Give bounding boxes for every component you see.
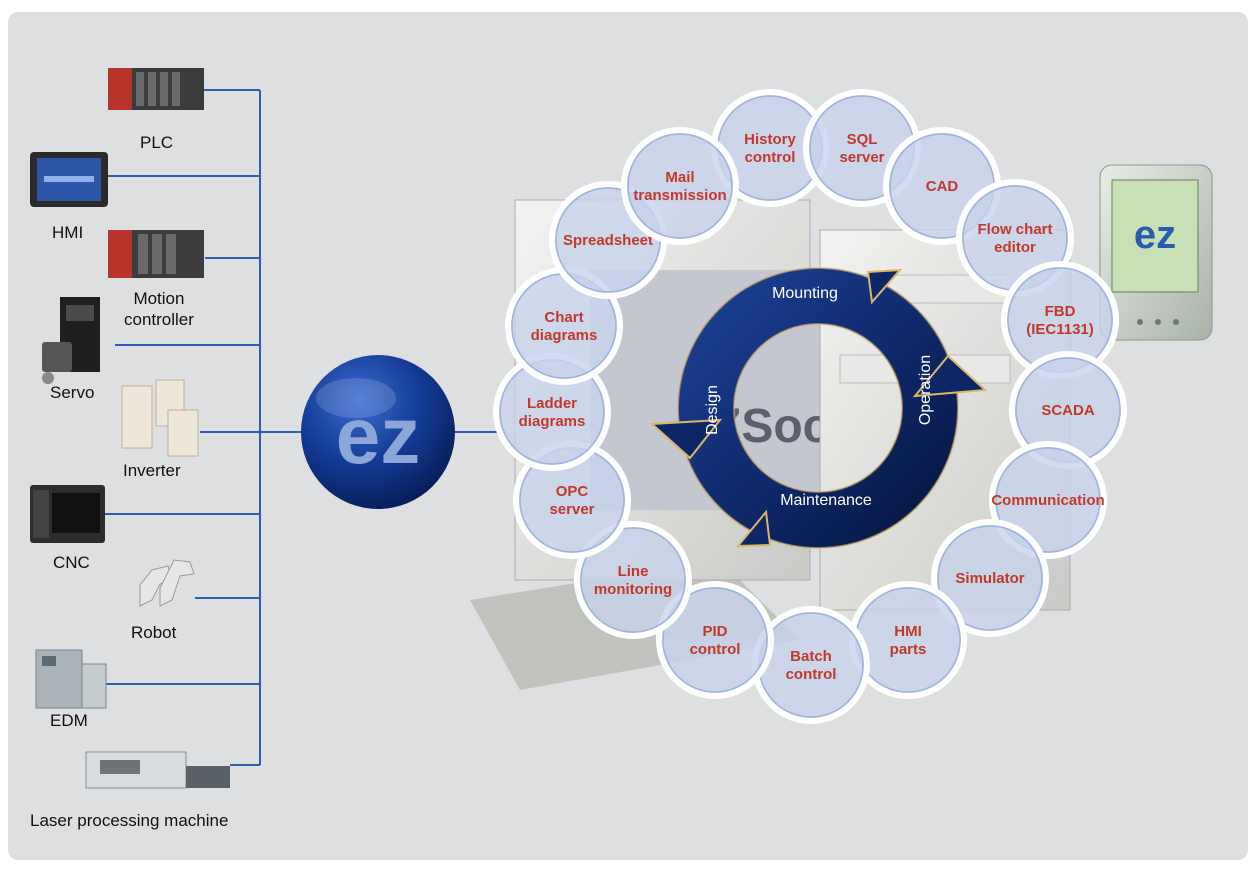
lifecycle-cycle: Mounting Operation Maintenance Design <box>649 267 988 549</box>
robot-device-image <box>139 559 195 607</box>
module-label: server <box>549 501 594 518</box>
cnc-device-image <box>30 485 105 543</box>
module-bubble-inner-ring <box>662 587 768 693</box>
cycle-maintenance-label: Maintenance <box>780 492 872 509</box>
arrowhead-design <box>649 418 723 460</box>
module-label: parts <box>890 641 927 658</box>
module-bubble-circle <box>931 519 1049 637</box>
device-label-laser: Laser processing machine <box>30 811 229 830</box>
device-label-hmi: HMI <box>52 223 84 242</box>
module-label: OPC <box>556 483 589 500</box>
arrowhead-maintenance <box>735 509 772 548</box>
device-label-motion: Motion controller <box>124 289 194 329</box>
module-label: server <box>839 149 884 166</box>
module-label: monitoring <box>594 581 672 598</box>
module-label: Mail <box>665 169 694 186</box>
module-bubble-circle <box>656 581 774 699</box>
motion-controller-image <box>108 230 204 278</box>
module-label: diagrams <box>519 413 586 430</box>
module-bubble: FBD(IEC1131) <box>1001 261 1119 379</box>
servo-device-image <box>42 297 100 384</box>
device-label-robot: Robot <box>131 623 177 642</box>
hmi-device-image <box>30 152 108 207</box>
module-label: HMI <box>894 623 922 640</box>
module-label: Flow chart <box>977 221 1052 238</box>
module-bubble-inner-ring <box>580 527 686 633</box>
plc-device-image <box>108 68 204 110</box>
module-label: Line <box>618 563 649 580</box>
device-label-cnc: CNC <box>53 553 90 572</box>
module-label: control <box>745 149 796 166</box>
inverter-device-image <box>121 379 199 457</box>
connection-lines <box>105 89 505 766</box>
module-label: CAD <box>926 178 959 195</box>
module-bubble: Simulator <box>931 519 1049 637</box>
module-label: SQL <box>847 131 878 148</box>
module-label: Batch <box>790 648 832 665</box>
svg-text:ez: ez <box>1134 213 1176 257</box>
pda-device-image: ez <box>1099 164 1213 341</box>
module-bubble-circle <box>849 581 967 699</box>
edm-device-image <box>35 649 107 709</box>
module-label: History <box>744 131 796 148</box>
module-label: Communication <box>991 492 1104 509</box>
module-label: PID <box>702 623 727 640</box>
ez-hub-logo: ez <box>301 355 455 509</box>
module-label: diagrams <box>531 327 598 344</box>
module-label: FBD <box>1045 303 1076 320</box>
arrowhead-mounting <box>866 268 903 305</box>
module-label: Spreadsheet <box>563 232 653 249</box>
module-bubble: SCADA <box>1009 351 1127 469</box>
device-label-edm: EDM <box>50 711 88 730</box>
module-bubble-inner-ring <box>627 133 733 239</box>
device-label-servo: Servo <box>50 383 95 402</box>
device-label-inverter: Inverter <box>123 461 181 480</box>
cycle-mounting-label: Mounting <box>772 285 838 302</box>
module-label: control <box>690 641 741 658</box>
cycle-operation-label: Operation <box>917 355 934 425</box>
module-label: Simulator <box>955 570 1024 587</box>
module-label: transmission <box>633 187 726 204</box>
module-label: control <box>786 666 837 683</box>
module-bubble-circle <box>574 521 692 639</box>
module-label: editor <box>994 239 1036 256</box>
module-label: Ladder <box>527 395 577 412</box>
module-label: SCADA <box>1041 402 1095 419</box>
device-label-plc: PLC <box>140 133 174 152</box>
module-bubble-inner-ring <box>937 525 1043 631</box>
module-label: Chart <box>544 309 583 326</box>
cycle-design-label: Design <box>704 385 721 435</box>
module-bubble-circle <box>621 127 739 245</box>
hub-logo-text: ez <box>336 391 421 480</box>
laser-machine-image <box>85 751 230 789</box>
arrowhead-operation <box>912 354 988 398</box>
module-bubble-inner-ring <box>995 447 1101 553</box>
module-label: (IEC1131) <box>1026 321 1094 338</box>
